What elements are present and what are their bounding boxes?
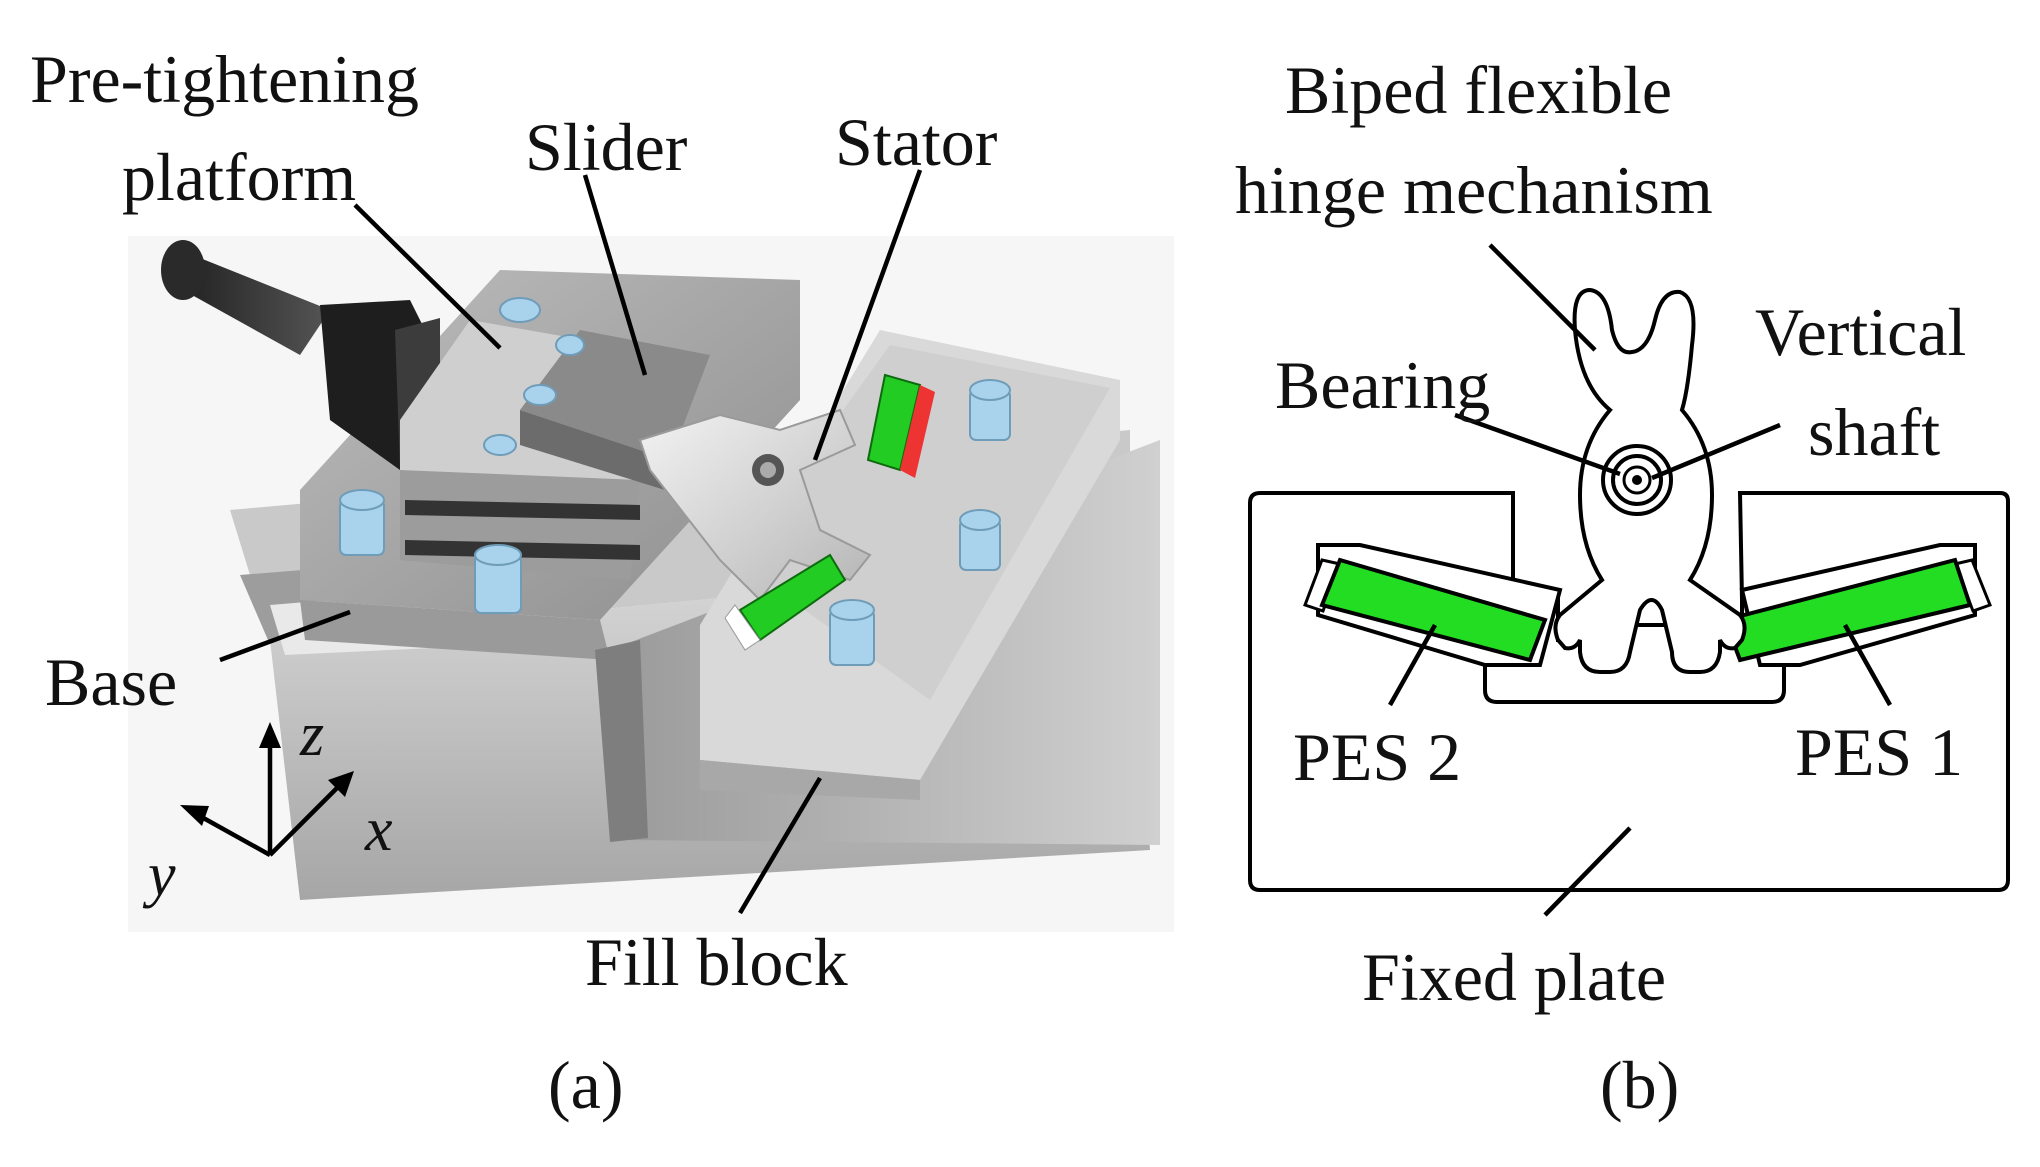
fixed-plate-channel bbox=[1483, 665, 1786, 704]
label-vertical-line2: shaft bbox=[1808, 394, 1940, 470]
panel-a-leaders bbox=[219, 169, 923, 915]
leader-bearing bbox=[1454, 412, 1621, 477]
leader-fill-block bbox=[738, 776, 822, 915]
leader-biped bbox=[1488, 243, 1597, 352]
panel-a-labels: Pre-tightening platform Slider Stator Ba… bbox=[30, 41, 998, 1123]
leader-vertical-shaft bbox=[1651, 422, 1781, 481]
x-axis-arrow bbox=[328, 771, 354, 797]
pes2-piezo bbox=[1319, 557, 1548, 663]
piezo-stack-upper bbox=[866, 373, 935, 478]
slider-block bbox=[520, 330, 710, 490]
panel-b-labels: Biped flexible hinge mechanism Bearing V… bbox=[1235, 52, 1966, 1123]
leader-pes1 bbox=[1843, 623, 1892, 707]
label-pretightening-line1: Pre-tightening bbox=[30, 41, 419, 117]
leader-stator bbox=[812, 169, 923, 461]
leader-pes2 bbox=[1388, 623, 1437, 707]
label-pretightening-line2: platform bbox=[122, 139, 356, 215]
leader-fixed-plate bbox=[1543, 826, 1632, 917]
bolts bbox=[339, 297, 1011, 666]
caption-b: (b) bbox=[1600, 1047, 1679, 1123]
y-axis-label: y bbox=[142, 841, 176, 909]
pes2-housing bbox=[1303, 543, 1563, 667]
z-axis-label: z bbox=[299, 701, 324, 769]
label-biped-line2: hinge mechanism bbox=[1235, 152, 1713, 228]
label-bearing: Bearing bbox=[1275, 347, 1490, 423]
label-stator: Stator bbox=[835, 104, 998, 180]
label-fixed-plate: Fixed plate bbox=[1362, 939, 1666, 1015]
pes1-housing bbox=[1722, 543, 1992, 667]
leader-slider bbox=[582, 174, 648, 376]
panel-a-rendering bbox=[128, 236, 1174, 932]
label-fill-block: Fill block bbox=[585, 924, 848, 1000]
stator-body bbox=[638, 408, 872, 602]
y-axis-arrow bbox=[180, 805, 209, 826]
leader-base bbox=[219, 609, 351, 663]
bearing-shaft bbox=[1601, 444, 1673, 516]
piezo-stack-lower bbox=[724, 553, 847, 651]
z-axis-arrow bbox=[259, 722, 281, 748]
label-vertical-line1: Vertical bbox=[1755, 294, 1966, 370]
x-axis-label: x bbox=[364, 796, 393, 864]
micrometer bbox=[161, 240, 440, 470]
panel-b-leaders bbox=[1388, 243, 1892, 917]
label-slider: Slider bbox=[525, 109, 688, 185]
label-base: Base bbox=[45, 644, 177, 720]
caption-a: (a) bbox=[548, 1047, 623, 1123]
label-pes2: PES 2 bbox=[1293, 719, 1461, 795]
label-pes1: PES 1 bbox=[1795, 714, 1963, 790]
y-axis-line bbox=[196, 813, 272, 857]
panel-b-schematic bbox=[1248, 287, 2010, 892]
x-axis-line bbox=[268, 783, 342, 857]
leader-pretightening bbox=[353, 203, 502, 350]
label-biped-line1: Biped flexible bbox=[1285, 52, 1672, 128]
coordinate-axes: z x y bbox=[142, 701, 393, 909]
